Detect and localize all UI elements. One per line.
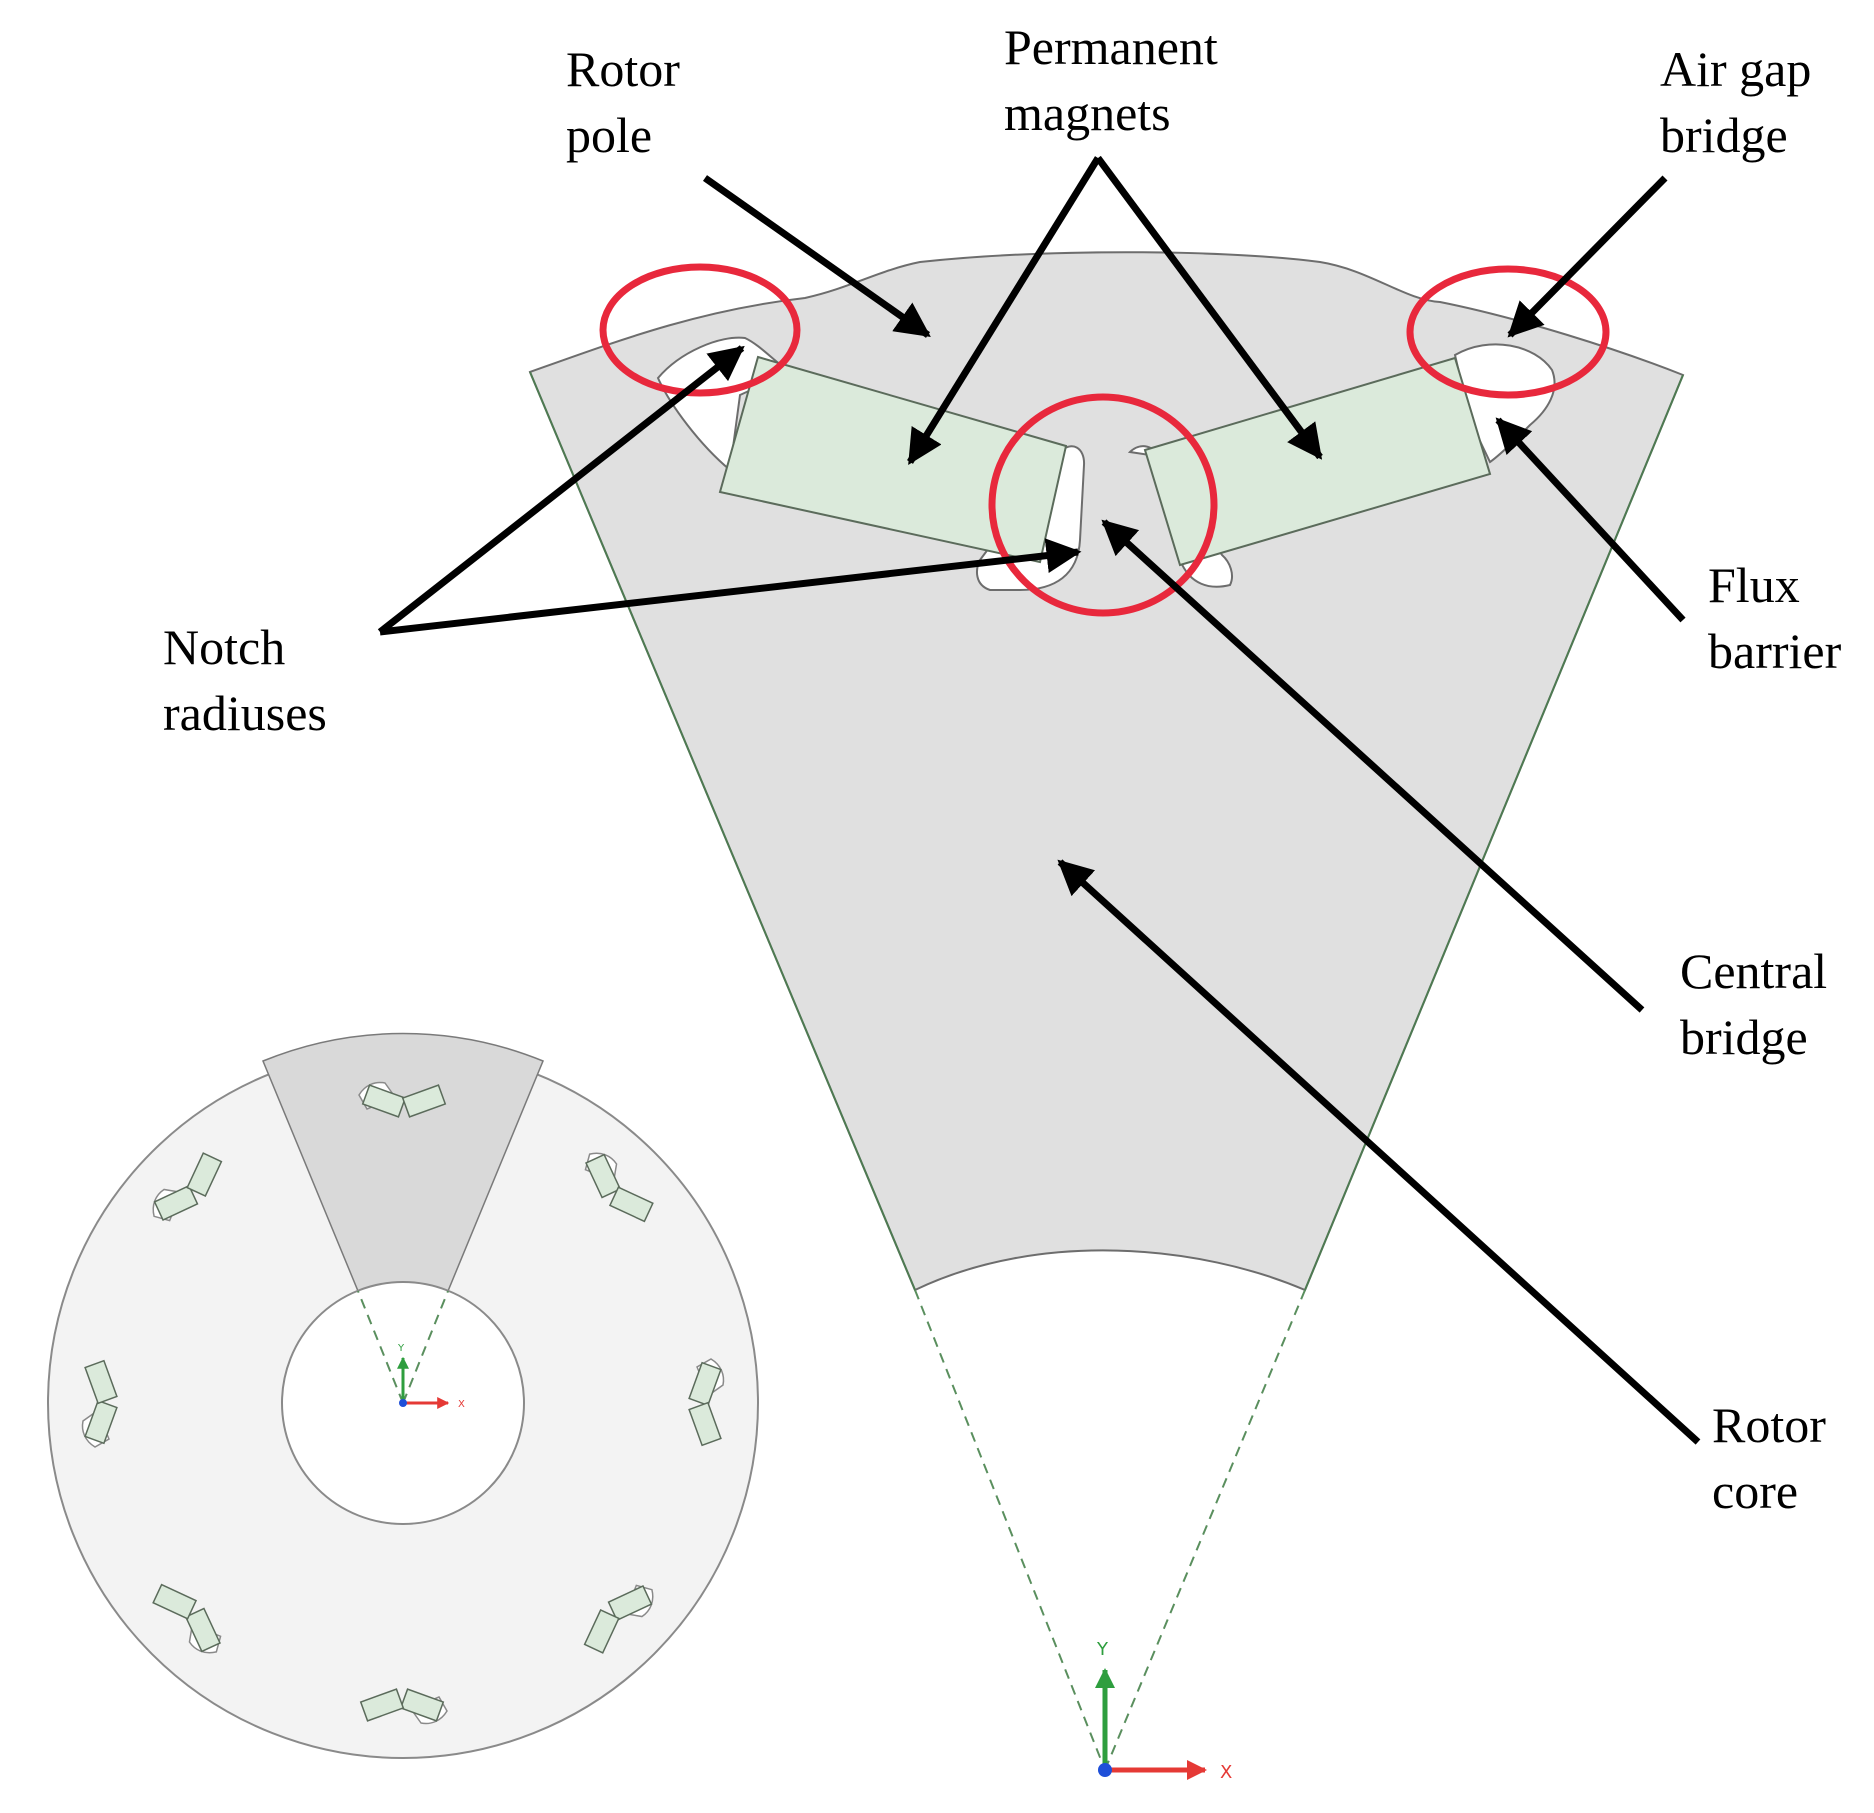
origin-ray-left xyxy=(914,1289,1106,1771)
axis-label-x: X xyxy=(1220,1762,1232,1783)
label-flux-barrier: Flux barrier xyxy=(1708,557,1842,679)
full-rotor-inset: Y X xyxy=(47,1032,759,1759)
svg-text:radiuses: radiuses xyxy=(163,685,327,741)
label-rotor-core: Rotor core xyxy=(1712,1397,1826,1519)
svg-text:Flux: Flux xyxy=(1708,557,1800,613)
label-air-gap-bridge: Air gap bridge xyxy=(1660,41,1811,163)
arrow-flux-barrier xyxy=(1495,417,1686,623)
svg-text:Rotor: Rotor xyxy=(566,41,680,97)
label-permanent-magnets: Permanent magnets xyxy=(1004,19,1218,141)
origin-ray-right xyxy=(1104,1289,1306,1771)
svg-text:pole: pole xyxy=(566,107,652,163)
svg-text:Rotor: Rotor xyxy=(1712,1397,1826,1453)
inset-axis-label-x: X xyxy=(458,1399,465,1410)
arrow-air-gap-bridge xyxy=(1507,175,1668,338)
label-rotor-pole: Rotor pole xyxy=(566,41,680,163)
svg-text:bridge: bridge xyxy=(1680,1009,1808,1065)
label-notch-radiuses: Notch radiuses xyxy=(163,619,327,741)
arrow-notch-radius-upper xyxy=(377,345,745,635)
label-central-bridge: Central bridge xyxy=(1680,943,1827,1065)
sector-edge-left xyxy=(529,371,916,1291)
arrow-notch-radius-lower xyxy=(379,538,1082,636)
arrow-rotor-pole xyxy=(702,175,931,338)
svg-text:magnets: magnets xyxy=(1004,85,1171,141)
axis-triad-main: Y X xyxy=(1095,1639,1232,1783)
axis-triad-inset: Y X xyxy=(397,1343,465,1410)
permanent-magnet-left xyxy=(718,355,1068,564)
arrow-rotor-core xyxy=(1057,859,1701,1445)
highlight-notch-left xyxy=(599,263,801,397)
highlight-air-gap-bridge xyxy=(1406,265,1610,399)
arrow-central-bridge xyxy=(1101,519,1645,1013)
svg-text:bridge: bridge xyxy=(1660,107,1788,163)
svg-text:core: core xyxy=(1712,1463,1798,1519)
svg-text:Notch: Notch xyxy=(163,619,285,675)
svg-text:Central: Central xyxy=(1680,943,1827,999)
axis-label-y: Y xyxy=(1096,1639,1109,1660)
svg-text:barrier: barrier xyxy=(1708,623,1842,679)
svg-text:Air gap: Air gap xyxy=(1660,41,1811,97)
svg-text:Permanent: Permanent xyxy=(1004,19,1218,75)
arrow-permanent-magnet-right xyxy=(1095,155,1323,460)
permanent-magnet-right xyxy=(1143,356,1492,567)
inset-axis-label-y: Y xyxy=(397,1343,405,1354)
highlight-central-bridge xyxy=(988,393,1218,617)
arrow-permanent-magnet-left xyxy=(907,156,1101,465)
